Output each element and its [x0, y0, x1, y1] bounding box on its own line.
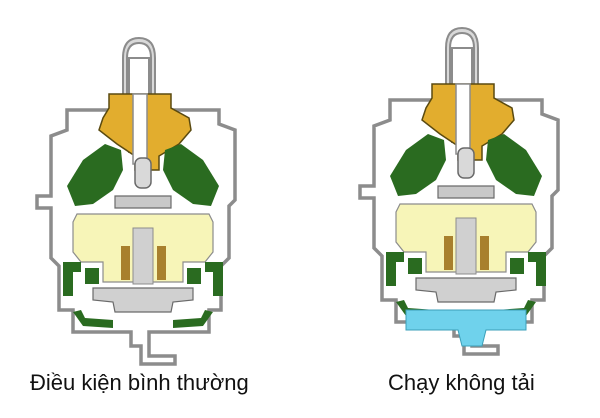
blue-vacuum-chamber: [405, 309, 527, 347]
valve-normal-condition: [35, 36, 237, 366]
caption-idle-condition: Chạy không tải: [388, 370, 535, 395]
caption-normal-condition: Điều kiện bình thường: [30, 370, 249, 395]
valve-idle-condition: [358, 26, 560, 356]
